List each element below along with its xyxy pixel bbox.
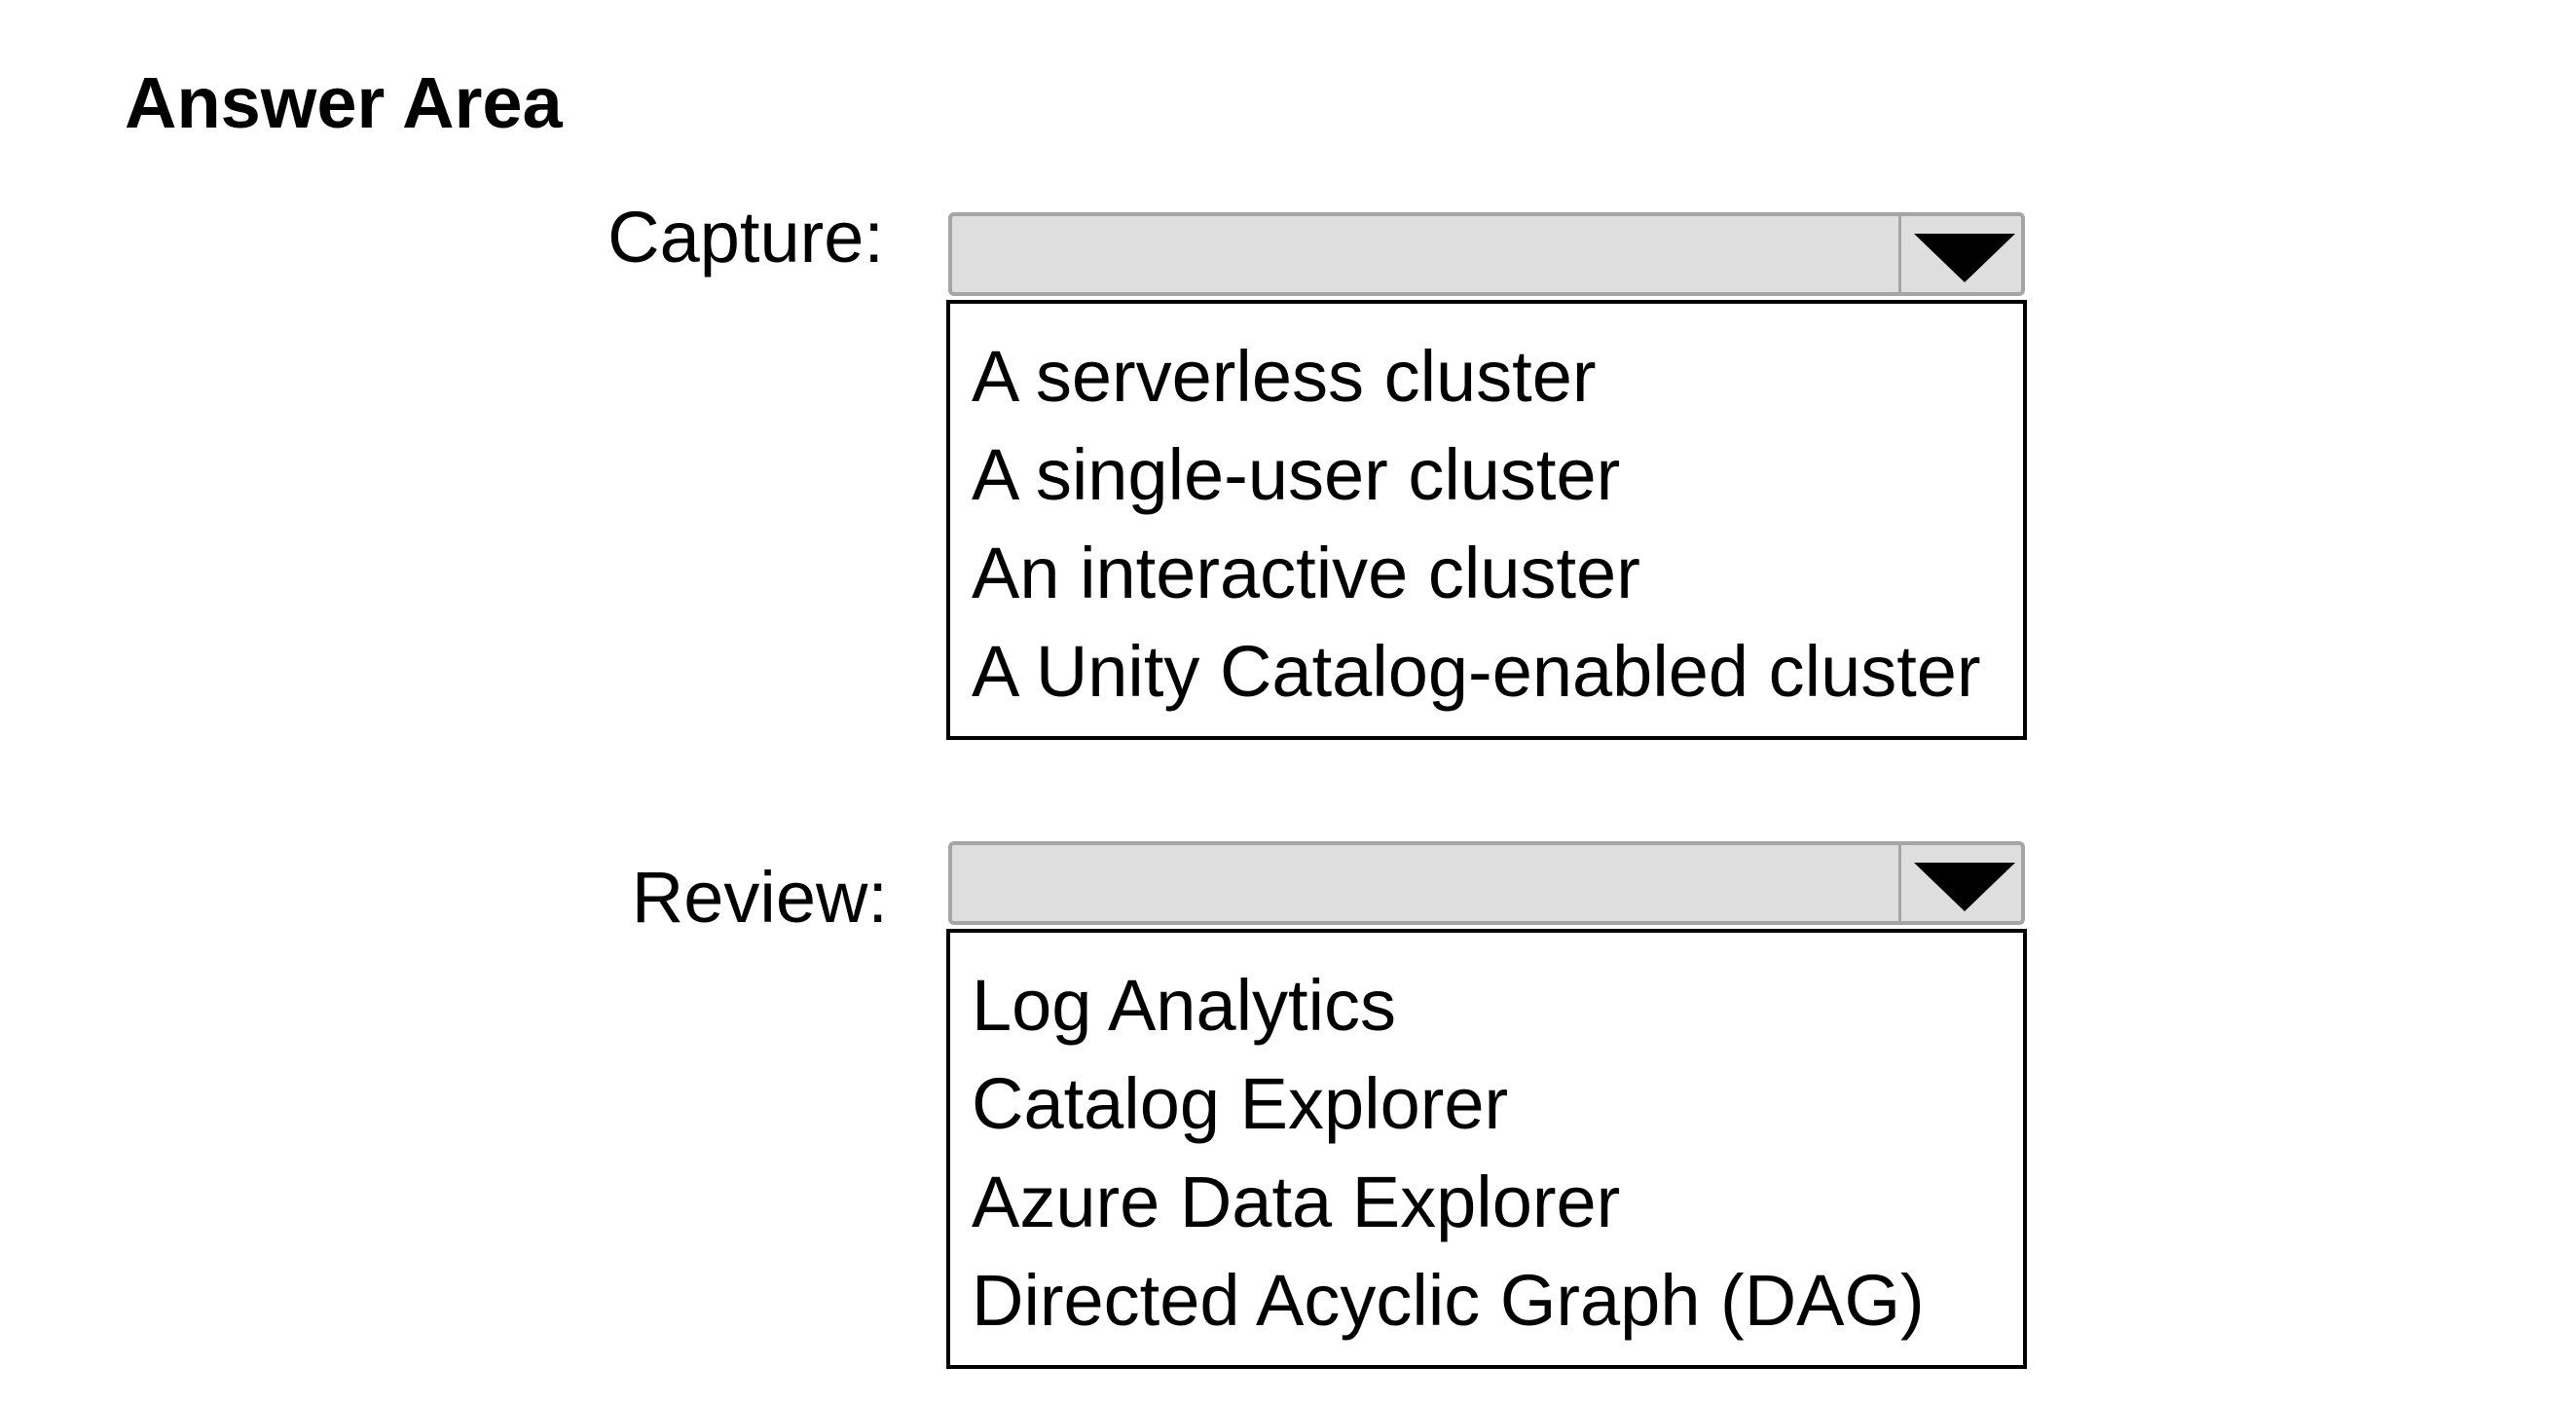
review-options-list: Log Analytics Catalog Explorer Azure Dat… <box>946 929 2027 1369</box>
capture-option-unity-catalog-cluster[interactable]: A Unity Catalog-enabled cluster <box>972 631 1981 712</box>
capture-option-interactive-cluster[interactable]: An interactive cluster <box>972 533 1640 613</box>
capture-select[interactable] <box>948 212 2025 296</box>
review-label: Review: <box>631 857 888 938</box>
review-select-divider <box>1898 845 1901 921</box>
review-select[interactable] <box>948 841 2025 925</box>
page-title: Answer Area <box>125 62 563 143</box>
capture-option-single-user-cluster[interactable]: A single-user cluster <box>972 434 1621 515</box>
review-option-log-analytics[interactable]: Log Analytics <box>972 965 1397 1046</box>
capture-option-serverless-cluster[interactable]: A serverless cluster <box>972 336 1597 417</box>
review-option-catalog-explorer[interactable]: Catalog Explorer <box>972 1063 1509 1144</box>
chevron-down-icon[interactable] <box>1908 859 2021 915</box>
capture-select-divider <box>1898 216 1901 292</box>
chevron-down-icon[interactable] <box>1908 230 2021 286</box>
review-option-dag[interactable]: Directed Acyclic Graph (DAG) <box>972 1260 1925 1341</box>
review-option-azure-data-explorer[interactable]: Azure Data Explorer <box>972 1162 1621 1242</box>
capture-options-list: A serverless cluster A single-user clust… <box>946 300 2027 740</box>
capture-label: Capture: <box>607 197 884 277</box>
